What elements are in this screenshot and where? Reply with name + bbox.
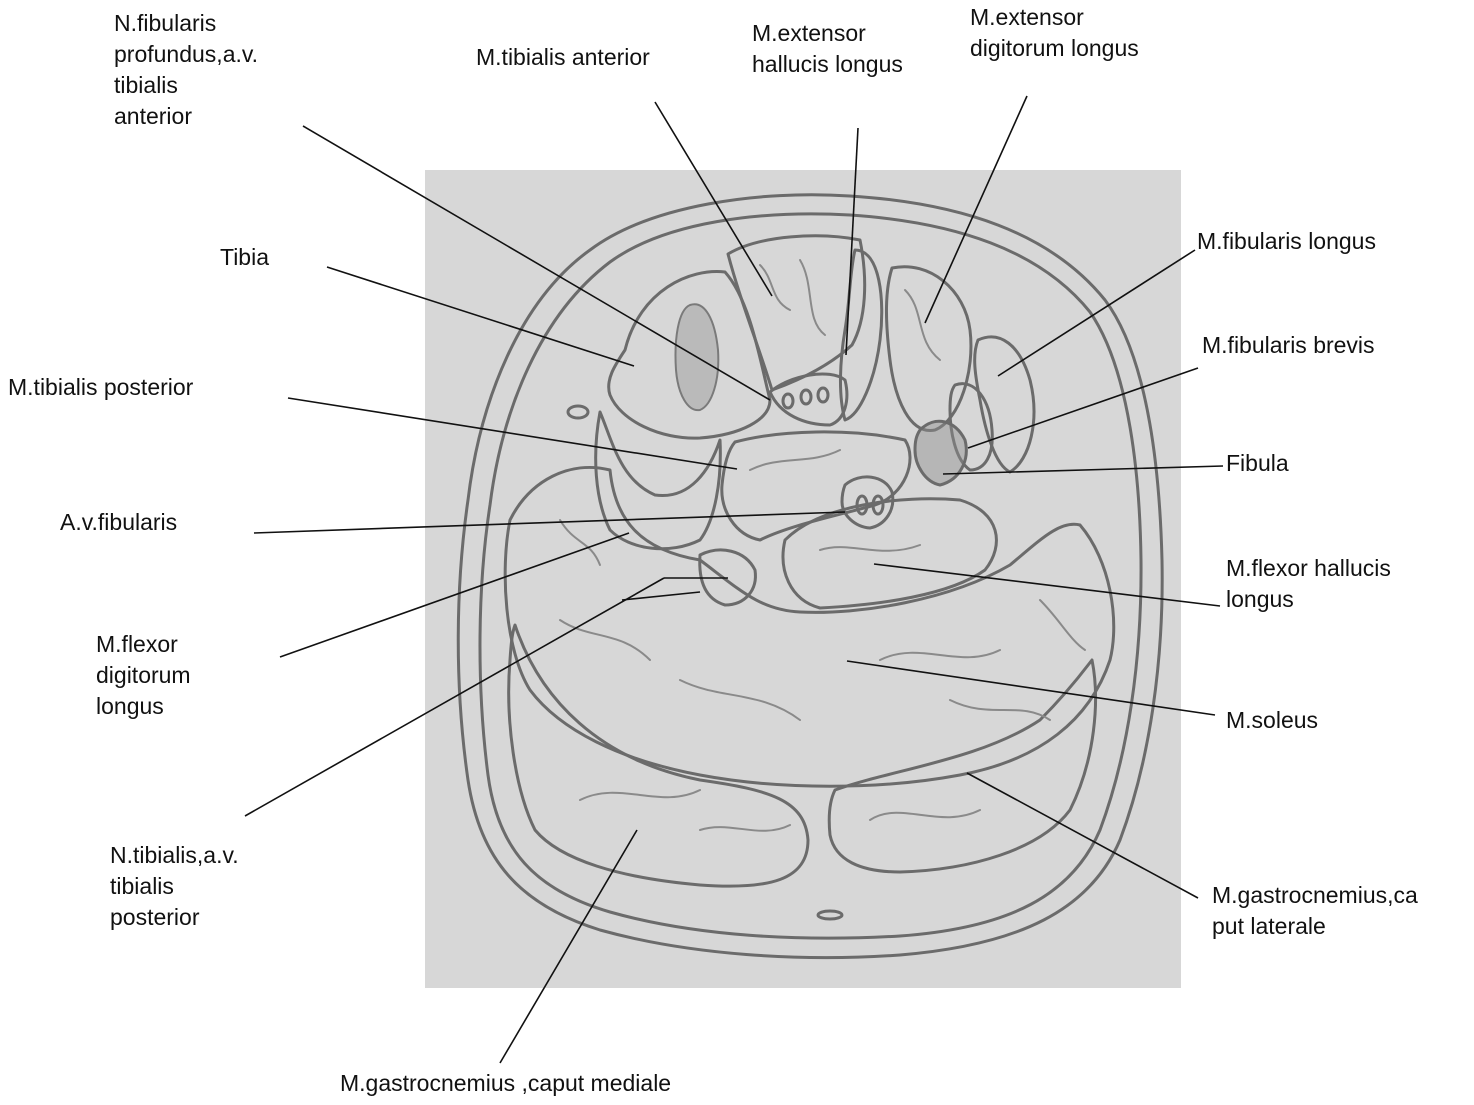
label-m-extensor-hallucis: M.extensor hallucis longus (752, 18, 903, 80)
label-m-soleus: M.soleus (1226, 705, 1318, 736)
label-m-fibularis-longus: M.fibularis longus (1197, 226, 1376, 257)
label-tibia: Tibia (220, 242, 269, 273)
label-n-tibialis: N.tibialis,a.v. tibialis posterior (110, 840, 239, 933)
label-fibula: Fibula (1226, 448, 1289, 479)
fibula-outline (915, 421, 966, 485)
paper-background (425, 170, 1181, 988)
label-av-fibularis: A.v.fibularis (60, 507, 177, 538)
label-m-gastrocnemius-medial: M.gastrocnemius ,caput mediale (340, 1068, 671, 1099)
label-m-gastrocnemius-lateral: M.gastrocnemius,ca put laterale (1212, 880, 1418, 942)
label-m-tibialis-posterior: M.tibialis posterior (8, 372, 193, 403)
label-m-flexor-hallucis: M.flexor hallucis longus (1226, 553, 1391, 615)
label-m-tibialis-anterior: M.tibialis anterior (476, 42, 650, 73)
label-n-fibularis-profundus: N.fibularis profundus,a.v. tibialis ante… (114, 8, 258, 132)
label-m-extensor-digitorum: M.extensor digitorum longus (970, 2, 1139, 64)
label-m-flexor-digitorum: M.flexor digitorum longus (96, 629, 191, 722)
label-m-fibularis-brevis: M.fibularis brevis (1202, 330, 1375, 361)
